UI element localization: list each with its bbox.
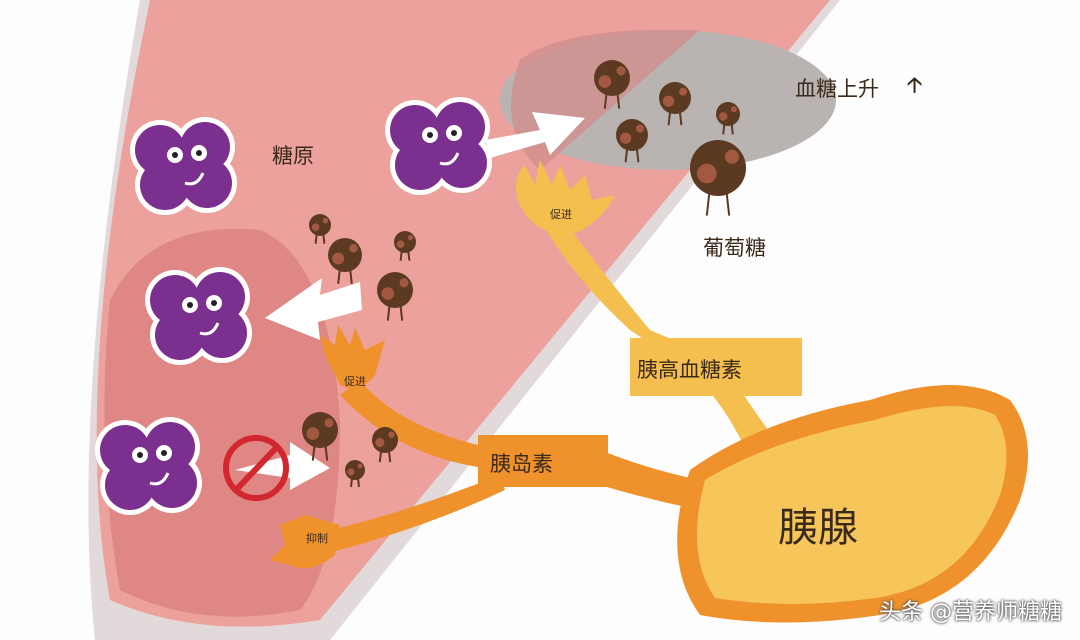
watermark: 头条 @营养师糖糖	[879, 600, 1062, 625]
glucose-character	[377, 272, 413, 321]
insulin-label-box	[478, 435, 608, 487]
no-sign-icon	[223, 435, 289, 501]
glucose-character	[345, 460, 365, 488]
glucose-label: 葡萄糖	[703, 236, 766, 260]
glucagon-label-box	[630, 338, 802, 396]
glucose-character	[616, 119, 648, 163]
promote-hand-icon	[320, 325, 385, 389]
pancreas-label: 胰腺	[778, 505, 858, 551]
glucose-character	[594, 60, 630, 109]
glucose-character	[394, 231, 416, 261]
insulin-arm-to-pancreas	[600, 450, 700, 510]
promote-label-glucagon: 促进	[550, 208, 572, 221]
glycogen-character	[385, 97, 492, 195]
glycogen-character	[145, 267, 252, 365]
glucagon-arm	[540, 215, 790, 460]
glucose-character	[690, 140, 746, 216]
glycogen-character	[95, 417, 202, 515]
glucagon-hand-icon	[516, 160, 615, 235]
glucose-character	[328, 238, 362, 285]
arrow-to-glycogen-icon	[265, 278, 362, 340]
glucose-character	[302, 412, 338, 461]
glucose-character	[372, 427, 398, 463]
pancreas-inner	[697, 406, 1007, 604]
blood-sugar-rise-label: 血糖上升	[795, 77, 879, 101]
promote-label-insulin: 促进	[344, 375, 366, 388]
glycogen-label: 糖原	[272, 144, 314, 168]
blocked-arrow-icon	[235, 442, 330, 490]
insulin-arm-upper	[340, 380, 500, 470]
insulin-arm-lower	[310, 475, 505, 555]
arrow-to-blood-icon	[485, 112, 585, 158]
inhibit-hand-icon	[270, 515, 340, 569]
glucagon-label: 胰高血糖素	[637, 358, 742, 382]
inhibit-label: 抑制	[306, 532, 328, 545]
glucose-character	[659, 82, 691, 126]
insulin-label: 胰岛素	[490, 452, 553, 476]
glucose-character	[716, 102, 740, 135]
up-arrow-icon: 🡡	[907, 73, 923, 97]
glycogen-character	[130, 117, 237, 215]
glucose-character	[309, 214, 331, 244]
